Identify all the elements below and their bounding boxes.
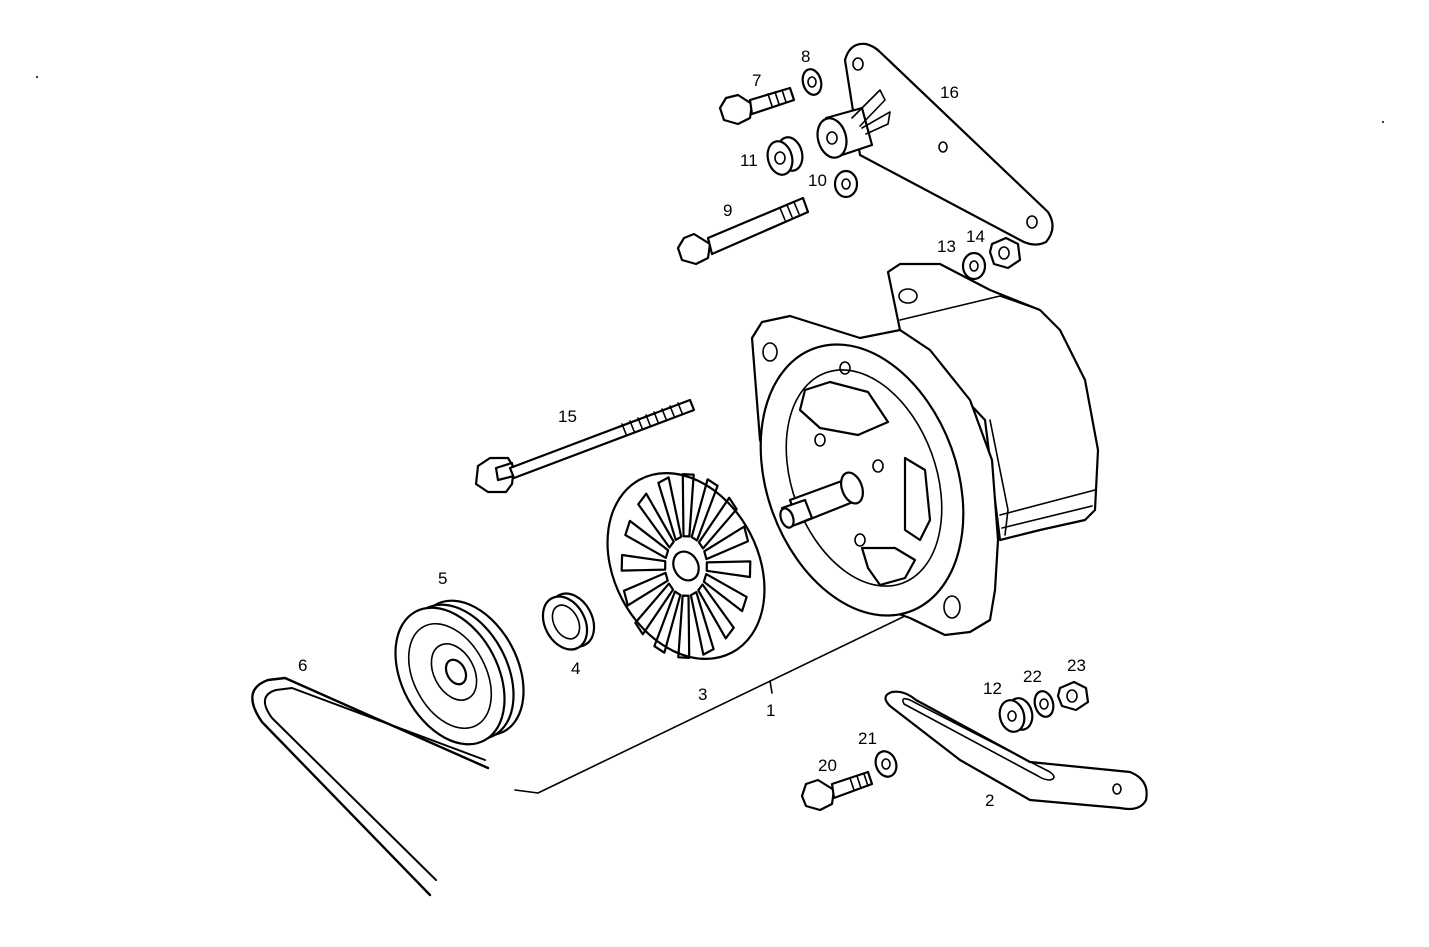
washer-part-13	[961, 251, 987, 281]
fan-blade	[677, 594, 691, 659]
cooling-fan	[606, 472, 766, 660]
label-part-14: 14	[966, 227, 985, 246]
fan-blade	[624, 519, 670, 560]
fan-blade	[705, 560, 752, 579]
label-part-23: 23	[1067, 656, 1086, 675]
label-part-22: 22	[1023, 667, 1042, 686]
label-part-1: 1	[766, 701, 775, 720]
alternator-body	[750, 262, 1100, 637]
fan-blade	[657, 476, 683, 541]
washer-part-10	[833, 169, 859, 199]
stray-dot	[1382, 121, 1384, 123]
fan-blade	[697, 583, 735, 640]
fan-blade	[637, 492, 675, 549]
leader-tick-part-1	[769, 680, 773, 694]
label-part-13: 13	[937, 237, 956, 256]
label-part-8: 8	[801, 47, 810, 66]
fan-blade	[689, 591, 715, 656]
spacer-ring	[541, 592, 596, 651]
label-part-16: 16	[940, 83, 959, 102]
label-part-7: 7	[752, 71, 761, 90]
fan-blade	[622, 571, 669, 607]
fan-blade	[703, 525, 750, 561]
label-part-11: 11	[740, 151, 758, 170]
bolt-part-20	[800, 770, 874, 812]
bolt-part-7	[718, 86, 796, 126]
fan-blade	[620, 553, 667, 572]
fan-blade	[697, 496, 738, 550]
nut-part-14	[988, 236, 1022, 270]
stray-dot	[36, 76, 38, 78]
label-part-3: 3	[698, 685, 707, 704]
label-part-6: 6	[298, 656, 307, 675]
label-part-10: 10	[808, 171, 827, 190]
washer-part-21	[874, 750, 898, 778]
spacer-part-12	[998, 697, 1034, 733]
label-part-4: 4	[571, 659, 580, 678]
washer-part-22	[1033, 690, 1055, 718]
label-part-2: 2	[985, 791, 994, 810]
v-belt	[251, 676, 490, 897]
label-part-20: 20	[818, 756, 837, 775]
washer-part-8	[801, 68, 823, 96]
fan-blade	[653, 590, 682, 654]
upper-bracket	[816, 42, 1054, 246]
fan-blade	[634, 582, 675, 636]
label-part-9: 9	[723, 201, 732, 220]
through-bolt-thread	[621, 402, 683, 435]
label-part-21: 21	[858, 729, 877, 748]
fan-blade	[690, 478, 719, 542]
label-part-12: 12	[983, 679, 1002, 698]
label-part-5: 5	[438, 569, 447, 588]
bolt-part-9	[676, 196, 810, 266]
fan-blade	[702, 572, 748, 613]
nut-part-23	[1056, 680, 1090, 712]
spacer-part-11	[766, 136, 804, 176]
fan-blade	[681, 473, 695, 538]
adjusting-arm	[884, 690, 1148, 811]
label-part-15: 15	[558, 407, 577, 426]
pulley	[394, 599, 525, 746]
leader-line-part-1	[514, 615, 906, 794]
through-bolt	[474, 398, 696, 494]
